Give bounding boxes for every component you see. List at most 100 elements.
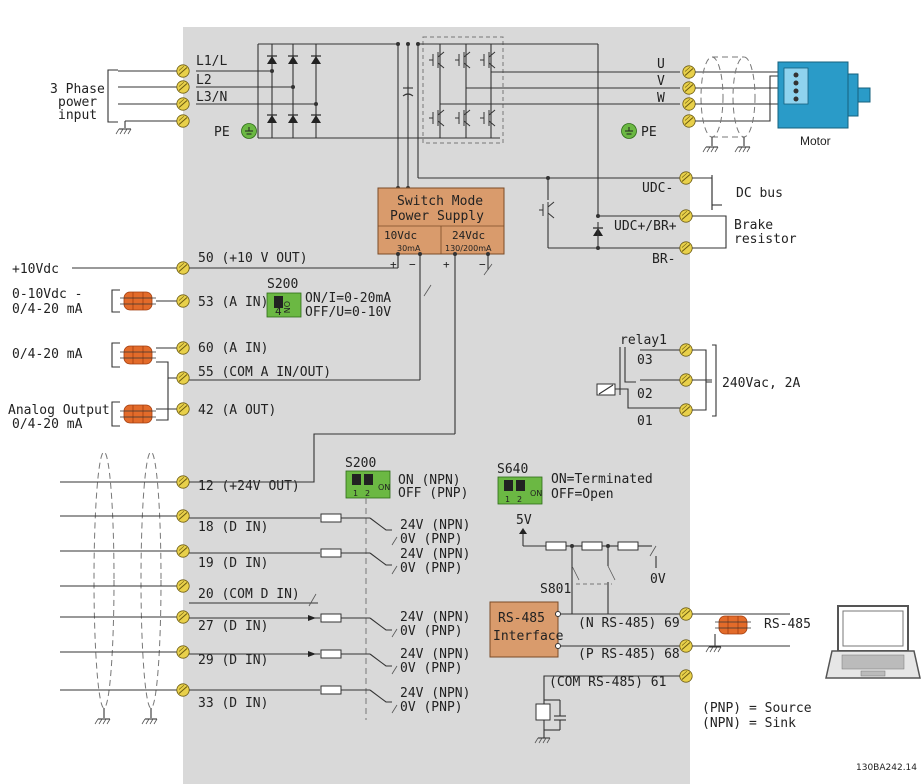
rs485-p: (P RS-485) 68 — [578, 647, 680, 662]
s200-top-line-2: OFF/U=0-10V — [305, 305, 391, 320]
aout-label-2: 0/4-20 mA — [12, 417, 83, 432]
terminal-l1 — [176, 64, 190, 78]
brake-label-2: resistor — [734, 232, 797, 247]
terminal-pe-input — [176, 114, 190, 128]
terminal-udc-plus — [679, 209, 693, 223]
terminal-33 — [176, 683, 190, 697]
smps-col1-i: 30mA — [397, 244, 421, 253]
label-br-minus: BR- — [652, 252, 675, 267]
terminal-udc-minus — [679, 171, 693, 185]
v0-label: 0V — [650, 572, 666, 587]
s200-mid-switch[interactable]: 1 2 ON — [345, 470, 391, 499]
label-udc-plus: UDC+/BR+ — [614, 219, 677, 234]
smps-sign-1: + — [390, 258, 397, 271]
label-terminal-29: 29 (D IN) — [198, 653, 268, 668]
three-phase-label-2: power — [58, 95, 97, 110]
terminal-69 — [679, 607, 693, 621]
ain53-label-1: 0-10Vdc - — [12, 287, 82, 302]
din-18-row: 18 (D IN) 24V (NPN) 0V (PNP) — [60, 509, 470, 547]
terminal-pe-motor — [682, 114, 696, 128]
dc-bus-label: DC bus — [736, 186, 783, 201]
motor-output: U V W PE Motor — [621, 56, 871, 153]
terminal-27 — [176, 610, 190, 624]
terminal-42 — [176, 402, 190, 416]
terminal-v — [682, 81, 696, 95]
smps-sign-4: − — [479, 258, 486, 271]
label-l2: L2 — [196, 73, 212, 88]
npn-29: 24V (NPN) — [400, 647, 470, 662]
label-terminal-19: 19 (D IN) — [198, 556, 268, 571]
label-l3: L3/N — [196, 90, 227, 105]
pnp-19: 0V (PNP) — [400, 561, 463, 576]
smps-sign-3: + — [443, 258, 450, 271]
terminal-53 — [176, 294, 190, 308]
ain53-label-2: 0/4-20 mA — [12, 302, 83, 317]
rectifier-bridge — [196, 42, 420, 190]
din-29-row: 29 (D IN) 24V (NPN) 0V (PNP) — [60, 645, 470, 676]
rs485-ext-label: RS-485 — [764, 617, 811, 632]
rs485-section: S640 1 2 ON ON=Terminated OFF=Open 5V 0V — [489, 462, 921, 744]
relay-02: 02 — [637, 387, 653, 402]
label-10vdc: +10Vdc — [12, 262, 59, 277]
pnp-29: 0V (PNP) — [400, 661, 463, 676]
terminal-02 — [679, 373, 693, 387]
din-20-row: 20 (COM D IN) — [60, 579, 318, 607]
s200-mid-sw-2: 2 — [365, 489, 370, 498]
relay-01: 01 — [637, 414, 653, 429]
label-terminal-55: 55 (COM A IN/OUT) — [198, 365, 331, 380]
smps-sign-2: − — [409, 258, 416, 271]
npn-19: 24V (NPN) — [400, 547, 470, 562]
label-terminal-27: 27 (D IN) — [198, 619, 268, 634]
label-v: V — [657, 74, 665, 89]
terminal-68 — [679, 639, 693, 653]
terminal-19 — [176, 544, 190, 558]
s200-top-switch[interactable]: 4 ON — [266, 292, 302, 318]
pnp-27: 0V (PNP) — [400, 624, 463, 639]
label-l1: L1/L — [196, 54, 227, 69]
v5-label: 5V — [516, 513, 532, 528]
analog-section: +10Vdc 50 (+10 V OUT) 0-10Vdc - 0/4-20 m… — [8, 251, 421, 432]
s640-switch[interactable]: 1 2 ON — [497, 476, 543, 505]
ferrite-42-icon — [119, 404, 157, 424]
terminal-55 — [176, 371, 190, 385]
s200-top-title: S200 — [267, 277, 298, 292]
laptop-icon — [825, 605, 921, 679]
label-terminal-12: 12 (+24V OUT) — [198, 479, 300, 494]
terminal-29 — [176, 645, 190, 659]
rs485-n: (N RS-485) 69 — [578, 616, 680, 631]
ferrite-60-icon — [119, 345, 157, 365]
s200-top-sw-number: 4 — [275, 305, 282, 318]
drive-panel — [183, 27, 690, 784]
smps-title-2: Power Supply — [390, 209, 484, 224]
pnp-33: 0V (PNP) — [400, 700, 463, 715]
terminal-60 — [176, 341, 190, 355]
s640-on: ON — [530, 489, 542, 498]
s200-mid-line-2: OFF (PNP) — [398, 486, 468, 501]
terminal-l2 — [176, 80, 190, 94]
s640-sw-1: 1 — [505, 495, 510, 504]
terminal-03 — [679, 343, 693, 357]
s200-mid-sw-1: 1 — [353, 489, 358, 498]
rs485-iface-1: RS-485 — [498, 611, 545, 626]
relay-03: 03 — [637, 353, 653, 368]
s801-label: S801 — [540, 582, 571, 597]
dc-bus-section: UDC- UDC+/BR+ BR- DC bus Brake resistor — [538, 171, 797, 267]
three-phase-label-1: 3 Phase — [50, 82, 105, 97]
s200-mid-line-1: ON (NPN) — [398, 473, 461, 488]
s200-top-on: ON — [282, 301, 291, 313]
aout-label-1: Analog Output — [8, 403, 110, 418]
label-terminal-33: 33 (D IN) — [198, 696, 268, 711]
ferrite-rs485-icon — [714, 615, 752, 635]
s200-top-line-1: ON/I=0-20mA — [305, 291, 391, 306]
brake-label-1: Brake — [734, 218, 773, 233]
legend-npn: (NPN) = Sink — [702, 716, 796, 731]
label-pe-input: PE — [214, 125, 230, 140]
smps-col2-i: 130/200mA — [445, 244, 492, 253]
terminal-l3 — [176, 97, 190, 111]
s200-mid-title: S200 — [345, 456, 376, 471]
inverter-bridge — [418, 36, 690, 216]
din-19-row: 19 (D IN) 24V (NPN) 0V (PNP) — [60, 544, 470, 576]
smps-box: Switch Mode Power Supply 10Vdc 30mA 24Vd… — [377, 187, 505, 434]
power-input: 3 Phase power input L1/L L2 L3/N PE — [50, 54, 257, 140]
